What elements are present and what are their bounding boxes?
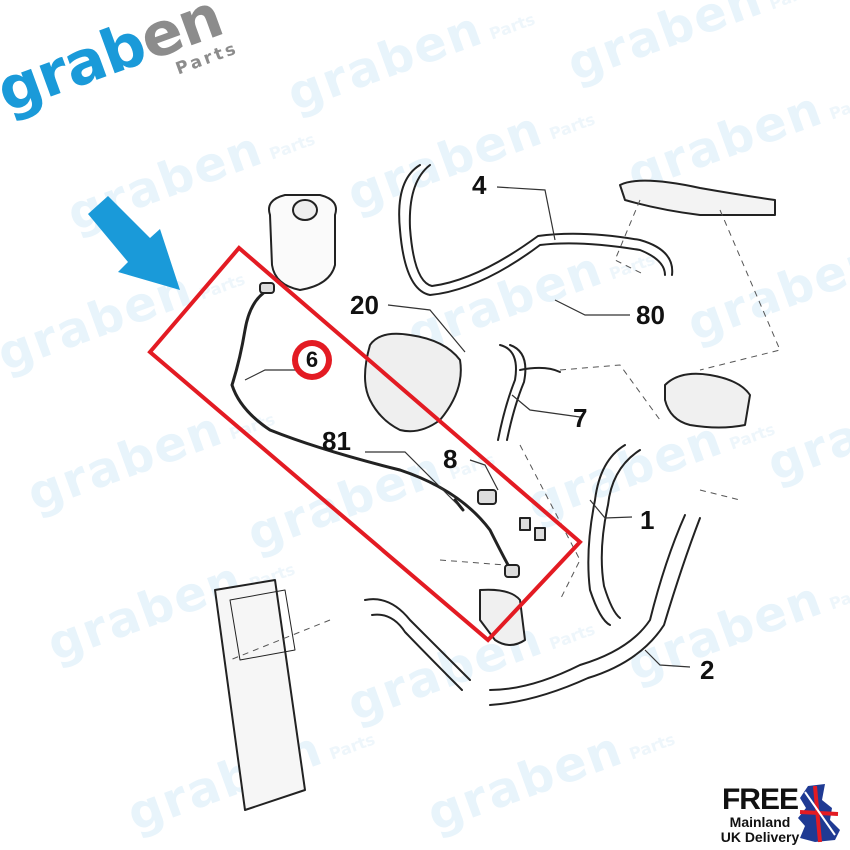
- callout-2: 2: [700, 655, 715, 685]
- callout-80: 80: [636, 300, 665, 330]
- callout-6-highlighted: 6: [292, 340, 332, 380]
- callout-4: 4: [472, 170, 487, 200]
- arrow-down-right-icon: [88, 196, 180, 290]
- callout-20: 20: [350, 290, 379, 320]
- callout-81: 81: [322, 426, 351, 456]
- free-delivery-badge: FREE Mainland UK Delivery: [720, 783, 800, 845]
- callout-8: 8: [443, 444, 458, 474]
- callout-7: 7: [573, 403, 588, 433]
- callout-1: 1: [640, 505, 655, 535]
- highlight-box: [147, 245, 583, 643]
